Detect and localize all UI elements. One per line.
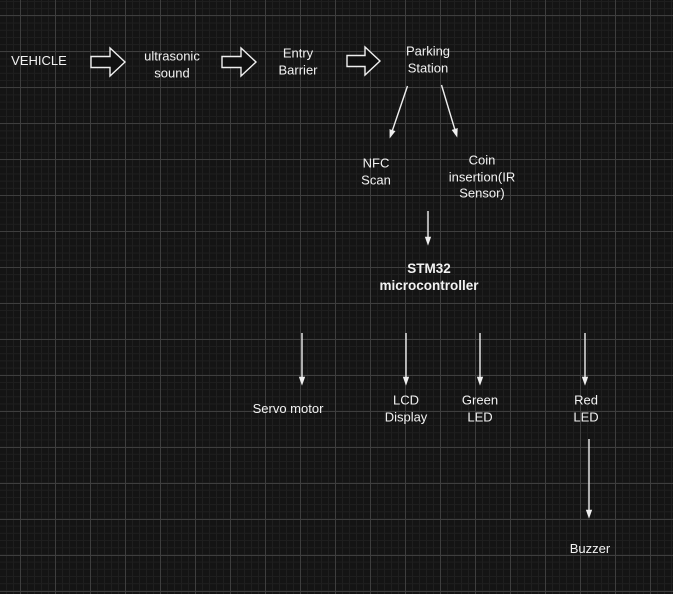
node-stm32-microcontroller: STM32 microcontroller xyxy=(379,261,479,293)
node-vehicle: VEHICLE xyxy=(11,52,67,68)
block-arrow-icon-3 xyxy=(346,45,382,77)
node-nfc-scan: NFC Scan xyxy=(361,155,391,188)
node-entry-barrier: Entry Barrier xyxy=(278,45,318,78)
node-buzzer: Buzzer xyxy=(569,540,611,556)
block-arrow-icon-1 xyxy=(90,46,127,78)
connector-parking-to-coin xyxy=(440,84,458,138)
node-servo-motor: Servo motor xyxy=(252,400,324,416)
node-green-led: Green LED xyxy=(461,392,499,425)
block-arrow-icon-2 xyxy=(221,46,258,78)
node-ultrasonic-sound: ultrasonic sound xyxy=(144,48,200,81)
node-lcd-display: LCD Display xyxy=(384,392,428,425)
connector-parking-to-nfc xyxy=(389,85,409,139)
node-coin-insertion: Coin insertion(IR Sensor) xyxy=(448,152,516,201)
node-parking-station: Parking Station xyxy=(405,43,451,76)
node-red-led: Red LED xyxy=(573,392,599,425)
